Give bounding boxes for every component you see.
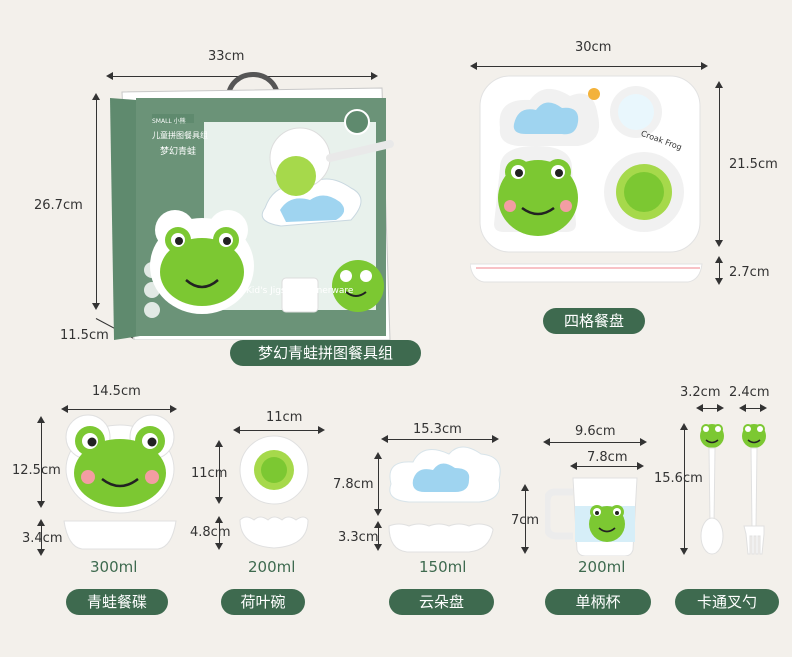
tray-depth-line xyxy=(715,256,723,285)
cup-height-line xyxy=(521,484,529,554)
plate-depth-line xyxy=(37,519,45,556)
bowl-width-label: 11cm xyxy=(266,410,303,425)
cup-name-pill: 单柄杯 xyxy=(545,589,651,615)
plate-width-line xyxy=(61,405,177,413)
plate-height-label: 12.5cm xyxy=(12,463,61,478)
box-brand: SMALL 小熊 xyxy=(152,118,186,125)
box-line2: 梦幻青蛙 xyxy=(160,147,197,157)
cup-inner-width-line xyxy=(570,462,644,470)
cup-height-label: 7cm xyxy=(511,513,540,528)
set-name-pill: 梦幻青蛙拼图餐具组 xyxy=(230,340,421,366)
cloud-name-pill: 云朵盘 xyxy=(389,589,494,615)
cloud-plate-image xyxy=(388,446,501,553)
tray-image xyxy=(470,75,703,283)
bowl-depth-line xyxy=(215,516,223,550)
cloud-volume: 150ml xyxy=(419,558,467,576)
cup-image xyxy=(545,477,638,556)
box-width-label: 33cm xyxy=(208,49,245,64)
cup-inner-width-label: 7.8cm xyxy=(587,450,628,465)
lotus-bowl-image xyxy=(239,435,309,549)
cloud-height-label: 7.8cm xyxy=(333,477,374,492)
cup-width-line xyxy=(543,438,647,446)
cloud-width-line xyxy=(381,435,499,443)
box-height-label: 26.7cm xyxy=(34,198,83,213)
bowl-height-label: 11cm xyxy=(191,466,228,481)
box-depth-label: 11.5cm xyxy=(60,328,109,343)
cup-width-label: 9.6cm xyxy=(575,424,616,439)
tray-depth-label: 2.7cm xyxy=(729,265,770,280)
fork-spoon-image xyxy=(700,424,766,555)
tray-height-label: 21.5cm xyxy=(729,157,778,172)
plate-depth-label: 3.4cm xyxy=(22,531,63,546)
plate-volume: 300ml xyxy=(90,558,138,576)
tray-width-line xyxy=(470,62,708,70)
bowl-name-pill: 荷叶碗 xyxy=(221,589,305,615)
tray-width-label: 30cm xyxy=(575,40,612,55)
utensil-height-label: 15.6cm xyxy=(654,471,703,486)
tray-height-line xyxy=(715,81,723,247)
utensil-name-pill: 卡通叉勺 xyxy=(675,589,779,615)
spoon-width-label: 3.2cm xyxy=(680,385,721,400)
box-english: Kid's Jigsaw Dinnerware xyxy=(246,286,354,296)
plate-height-line xyxy=(37,416,45,508)
fork-width-line xyxy=(739,404,767,412)
bowl-volume: 200ml xyxy=(248,558,296,576)
box-line1: 儿童拼图餐具组 xyxy=(152,131,208,140)
frog-plate-image xyxy=(63,414,177,550)
plate-width-label: 14.5cm xyxy=(92,384,141,399)
bowl-depth-label: 4.8cm xyxy=(190,525,231,540)
fork-width-label: 2.4cm xyxy=(729,385,770,400)
cloud-width-label: 15.3cm xyxy=(413,422,462,437)
utensil-height-line xyxy=(680,423,688,555)
bowl-height-line xyxy=(215,440,223,504)
cup-volume: 200ml xyxy=(578,558,626,576)
plate-name-pill: 青蛙餐碟 xyxy=(66,589,168,615)
gift-box xyxy=(110,72,394,340)
cloud-depth-line xyxy=(374,521,382,551)
cloud-depth-label: 3.3cm xyxy=(338,530,379,545)
box-height-line xyxy=(92,93,100,310)
bowl-width-line xyxy=(233,426,325,434)
cloud-height-line xyxy=(374,452,382,516)
tray-name-pill: 四格餐盘 xyxy=(543,308,645,334)
spoon-width-line xyxy=(696,404,724,412)
